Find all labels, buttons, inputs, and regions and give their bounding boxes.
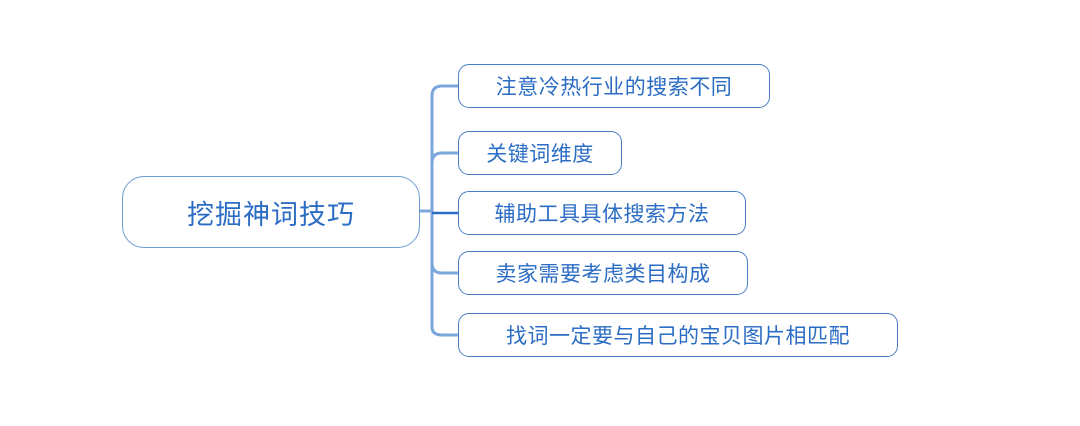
connector-branch-5: [430, 325, 460, 337]
mindmap-child-label-5: 找词一定要与自己的宝贝图片相匹配: [506, 325, 850, 348]
mindmap-child-node-3[interactable]: 辅助工具具体搜索方法: [458, 191, 746, 235]
mindmap-child-node-1[interactable]: 注意冷热行业的搜索不同: [458, 64, 770, 108]
mindmap-child-label-3: 辅助工具具体搜索方法: [494, 203, 710, 226]
mindmap-root-label: 挖掘神词技巧: [187, 199, 355, 230]
connector-branch-1: [430, 84, 460, 100]
mindmap-child-node-5[interactable]: 找词一定要与自己的宝贝图片相匹配: [458, 313, 898, 357]
connector-branch-2: [430, 151, 460, 165]
mindmap-child-label-4: 卖家需要考虑类目构成: [495, 263, 711, 286]
mindmap-child-label-2: 关键词维度: [486, 143, 594, 166]
mindmap-child-node-2[interactable]: 关键词维度: [458, 131, 622, 175]
mindmap-child-label-1: 注意冷热行业的搜索不同: [495, 76, 733, 99]
mindmap-child-node-4[interactable]: 卖家需要考虑类目构成: [458, 251, 748, 295]
mindmap-root-node[interactable]: 挖掘神词技巧: [122, 176, 420, 248]
connector-branch-4: [430, 261, 460, 275]
